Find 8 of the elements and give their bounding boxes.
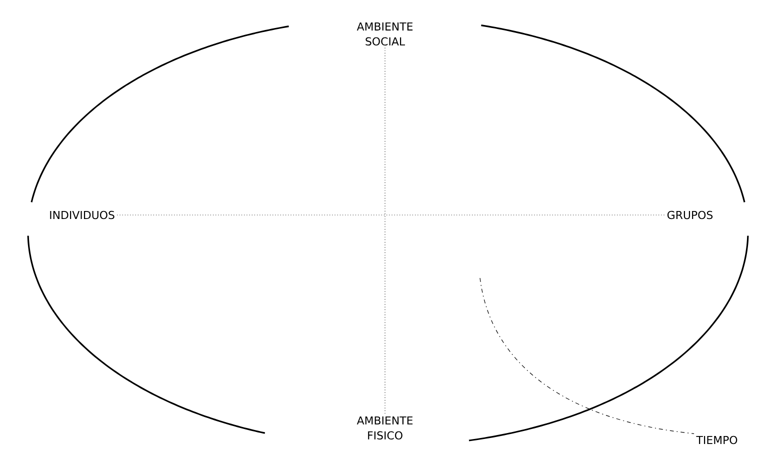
- node-label: AMBIENTE FISICO: [356, 416, 413, 440]
- node-label: INDIVIDUOS: [50, 210, 114, 220]
- connector-line: [480, 278, 694, 434]
- node-label: AMBIENTE SOCIAL: [356, 22, 413, 46]
- connector-line: [384, 47, 386, 415]
- node-label: TIEMPO: [696, 436, 738, 444]
- node-label: GRUPOS: [667, 210, 713, 220]
- connector-line: [116, 214, 665, 216]
